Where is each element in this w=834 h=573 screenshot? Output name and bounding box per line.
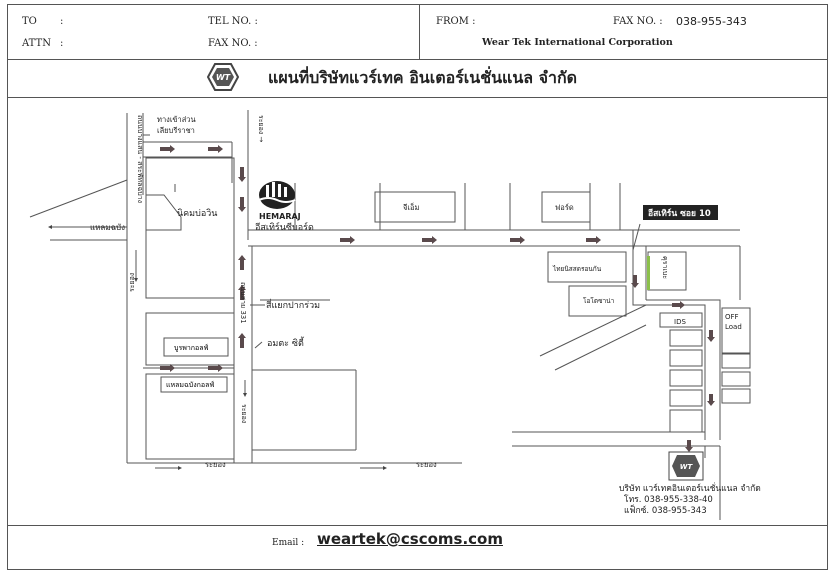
footer-box <box>7 525 828 570</box>
company-location-marker: WT <box>668 451 704 481</box>
off-load-2: Load <box>725 323 742 331</box>
eastern-seaboard: อีสเทิร์นซีบอร์ด <box>255 221 314 233</box>
ford-label: ฟอร์ด <box>555 203 574 212</box>
email-link[interactable]: weartek@cscoms.com <box>317 530 503 548</box>
attn-colon: : <box>60 38 64 49</box>
company-block-name: บริษัท แวร์เทคอินเตอร์เนชั่นแนล จำกัด <box>619 482 761 494</box>
rayong-left: ระยอง <box>128 273 136 292</box>
rayong-bottom-mid: ระยอง <box>240 404 248 423</box>
road-lines <box>29 110 751 520</box>
road-331: ถนนสาย 331 <box>239 282 247 324</box>
mall-entrance-2: เลียบรีราชา <box>157 126 195 135</box>
amata-city: อมตะ ซิตี้ <box>267 336 305 349</box>
thai-nippon-label: ไทยนิสสดรอนกัน <box>552 265 602 273</box>
eastern-soi-10: อีสเทิร์น ซอย 10 <box>648 208 711 219</box>
mall-entrance-1: ทางเข้าส่วน <box>157 115 196 124</box>
rayong-bottom-2: ระยอง <box>416 460 437 469</box>
company-name: Wear Tek International Corporation <box>482 37 673 48</box>
eastern-soi-10-badge <box>643 205 718 220</box>
off-load-1: OFF <box>725 313 739 321</box>
laem-chabang: แหลมฉบัง <box>90 223 125 232</box>
email-label: Email : <box>272 538 305 548</box>
gm-label: จีเอ็ม <box>402 202 419 212</box>
laem-chabang-golf-box <box>160 376 228 393</box>
hemaraj-text: HEMARAJ <box>259 212 301 221</box>
rayong-bottom-1: ระยอง <box>205 460 226 469</box>
company-logo: WT <box>207 63 239 91</box>
to-label: TO <box>22 16 37 27</box>
page-title: แผนที่บริษัทแวร์เทค อินเตอร์เนชั่นแนล จำ… <box>268 68 578 87</box>
fax-label: FAX NO. : <box>208 38 258 49</box>
hemaraj-logo <box>258 181 296 209</box>
fax-no-label: FAX NO. : <box>613 16 663 27</box>
tel-label: TEL NO. : <box>208 16 258 27</box>
laem-chabang-golf: แหลมฉบังกอลฟ์ <box>166 381 214 389</box>
to-colon: : <box>60 16 64 27</box>
ids-label: IDS <box>674 318 686 326</box>
direction-arrows <box>160 145 715 452</box>
company-logo-text: WT <box>216 73 231 82</box>
attn-label: ATTN <box>22 38 51 49</box>
burapha-golf: บูรพากอลฟ์ <box>174 344 208 352</box>
from-label: FROM : <box>436 16 476 27</box>
si-yaek-pak-ruam: สี่แยกปากร่วม <box>266 298 320 311</box>
company-block-fax: แฟ็กซ์. 038-955-343 <box>624 504 707 516</box>
burapha-golf-box <box>163 337 229 357</box>
nikhom-bowin: นิคมบ่อวิน <box>177 208 217 219</box>
marker-logo-text: WT <box>680 463 694 471</box>
road-top-vertical: ระยอง → <box>257 115 265 142</box>
fax-no-value: 038-955-343 <box>676 15 747 28</box>
company-block-tel: โทร. 038-955-338-40 <box>624 494 713 505</box>
kurabo-label: คุราเบะ <box>661 256 669 279</box>
road-left-vertical: ถนนบางแสน - สระพัทลฉบาง <box>136 115 144 203</box>
green-marker <box>647 256 650 290</box>
ototek-label: โอโตซาน่า <box>583 297 615 305</box>
